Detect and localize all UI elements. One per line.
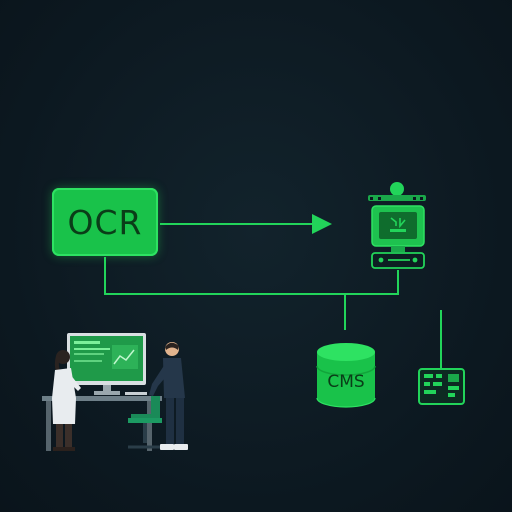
ocr-node: OCR [52, 188, 158, 256]
ocr-label: OCR [67, 202, 143, 242]
cms-label: CMS [327, 372, 365, 392]
bus-line [104, 257, 399, 295]
